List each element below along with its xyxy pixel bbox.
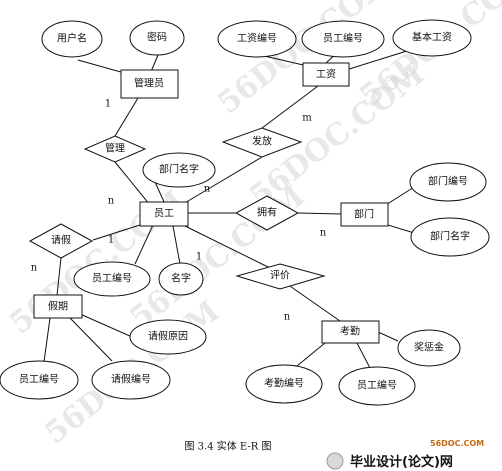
attr-salary-id: 工资编号 — [217, 20, 297, 58]
attr-salary-id-label: 工资编号 — [237, 32, 277, 45]
rel-manage-label: 管理 — [105, 142, 125, 155]
attr-salary-emp-id: 员工编号 — [301, 20, 385, 58]
entity-manager: 管理员 — [120, 69, 179, 99]
attr-emp-name: 名字 — [158, 262, 204, 296]
attr-emp-dept-name-label: 部门名字 — [159, 163, 199, 176]
attr-leave-reason-label: 请假原因 — [148, 330, 188, 343]
entity-manager-label: 管理员 — [134, 77, 164, 90]
logo-badge-icon — [326, 452, 344, 470]
entity-employee: 员工 — [139, 201, 189, 227]
attr-emp-id-label: 员工编号 — [92, 272, 132, 285]
attr-password: 密码 — [129, 20, 185, 56]
site-logo: 56DOC.COM 毕业设计(论文)网 — [326, 439, 484, 470]
rel-evaluate: 评价 — [235, 263, 326, 290]
attr-emp-id: 员工编号 — [73, 261, 151, 297]
entities: 管理员 工资 员工 部门 假期 考勤 — [33, 62, 389, 344]
attr-attendance-emp-id: 员工编号 — [338, 366, 416, 406]
card-manage-manager: 1 — [105, 99, 111, 110]
attributes: 用户名 密码 工资编号 员工编号 基本工资 部门名字 部门编号 部门名字 — [0, 19, 490, 406]
attr-password-label: 密码 — [147, 31, 167, 44]
attr-dept-id-label: 部门编号 — [428, 175, 468, 188]
attr-bonus: 奖惩金 — [397, 329, 461, 367]
entity-salary-label: 工资 — [316, 69, 336, 81]
attr-leave-emp-id: 员工编号 — [0, 360, 79, 400]
relationships: 管理 发放 拥有 请假 评价 — [28, 127, 326, 290]
rel-pay: 发放 — [221, 127, 303, 158]
attr-dept-name-label: 部门名字 — [430, 230, 470, 243]
card-pay-employee: n — [204, 184, 211, 195]
attr-attendance-id-label: 考勤编号 — [264, 377, 304, 390]
attr-leave-id: 请假编号 — [91, 360, 171, 400]
entity-department-label: 部门 — [354, 208, 374, 221]
attr-dept-name: 部门名字 — [410, 217, 490, 257]
entity-leave: 假期 — [33, 294, 83, 319]
entity-leave-label: 假期 — [48, 300, 68, 313]
attr-emp-dept-name: 部门名字 — [142, 152, 216, 188]
rel-has-label: 拥有 — [257, 206, 277, 219]
card-evaluate-attendance: n — [284, 312, 291, 323]
attr-base-salary-label: 基本工资 — [412, 31, 452, 44]
card-leave-employee: 1 — [108, 235, 114, 246]
logo-site: 56DOC.COM — [430, 439, 484, 448]
entity-department: 部门 — [340, 202, 389, 227]
attr-emp-name-label: 名字 — [171, 272, 191, 285]
rel-has: 拥有 — [234, 195, 300, 231]
attr-leave-emp-id-label: 员工编号 — [19, 373, 59, 386]
attr-username: 用户名 — [41, 20, 103, 58]
attr-base-salary: 基本工资 — [392, 19, 472, 57]
rel-evaluate-label: 评价 — [270, 270, 290, 282]
card-evaluate-employee: 1 — [196, 252, 202, 263]
card-has-department: n — [320, 228, 327, 239]
figure-caption: 图 3.4 实体 E-R 图 — [184, 440, 271, 453]
attr-leave-id-label: 请假编号 — [111, 373, 151, 386]
card-manage-employee: n — [108, 196, 115, 207]
rel-request-leave: 请假 — [28, 223, 94, 259]
cardinalities: 1 n m n n 1 n 1 n — [31, 99, 327, 323]
card-leave-leave: n — [31, 263, 38, 274]
entity-employee-label: 员工 — [154, 208, 174, 220]
rel-request-leave-label: 请假 — [51, 234, 71, 247]
entity-attendance: 考勤 — [321, 320, 380, 344]
attr-salary-emp-id-label: 员工编号 — [323, 32, 363, 45]
attr-attendance-emp-id-label: 员工编号 — [357, 379, 397, 392]
entity-salary: 工资 — [302, 62, 350, 87]
attr-username-label: 用户名 — [57, 32, 87, 45]
attr-leave-reason: 请假原因 — [129, 319, 207, 355]
attr-bonus-label: 奖惩金 — [414, 341, 444, 354]
attr-attendance-id: 考勤编号 — [245, 364, 323, 404]
card-pay-salary: m — [302, 113, 312, 124]
logo-name: 毕业设计(论文)网 — [350, 454, 453, 470]
entity-attendance-label: 考勤 — [340, 325, 360, 338]
rel-manage: 管理 — [83, 135, 147, 163]
attr-dept-id: 部门编号 — [409, 162, 487, 202]
rel-pay-label: 发放 — [252, 135, 272, 148]
